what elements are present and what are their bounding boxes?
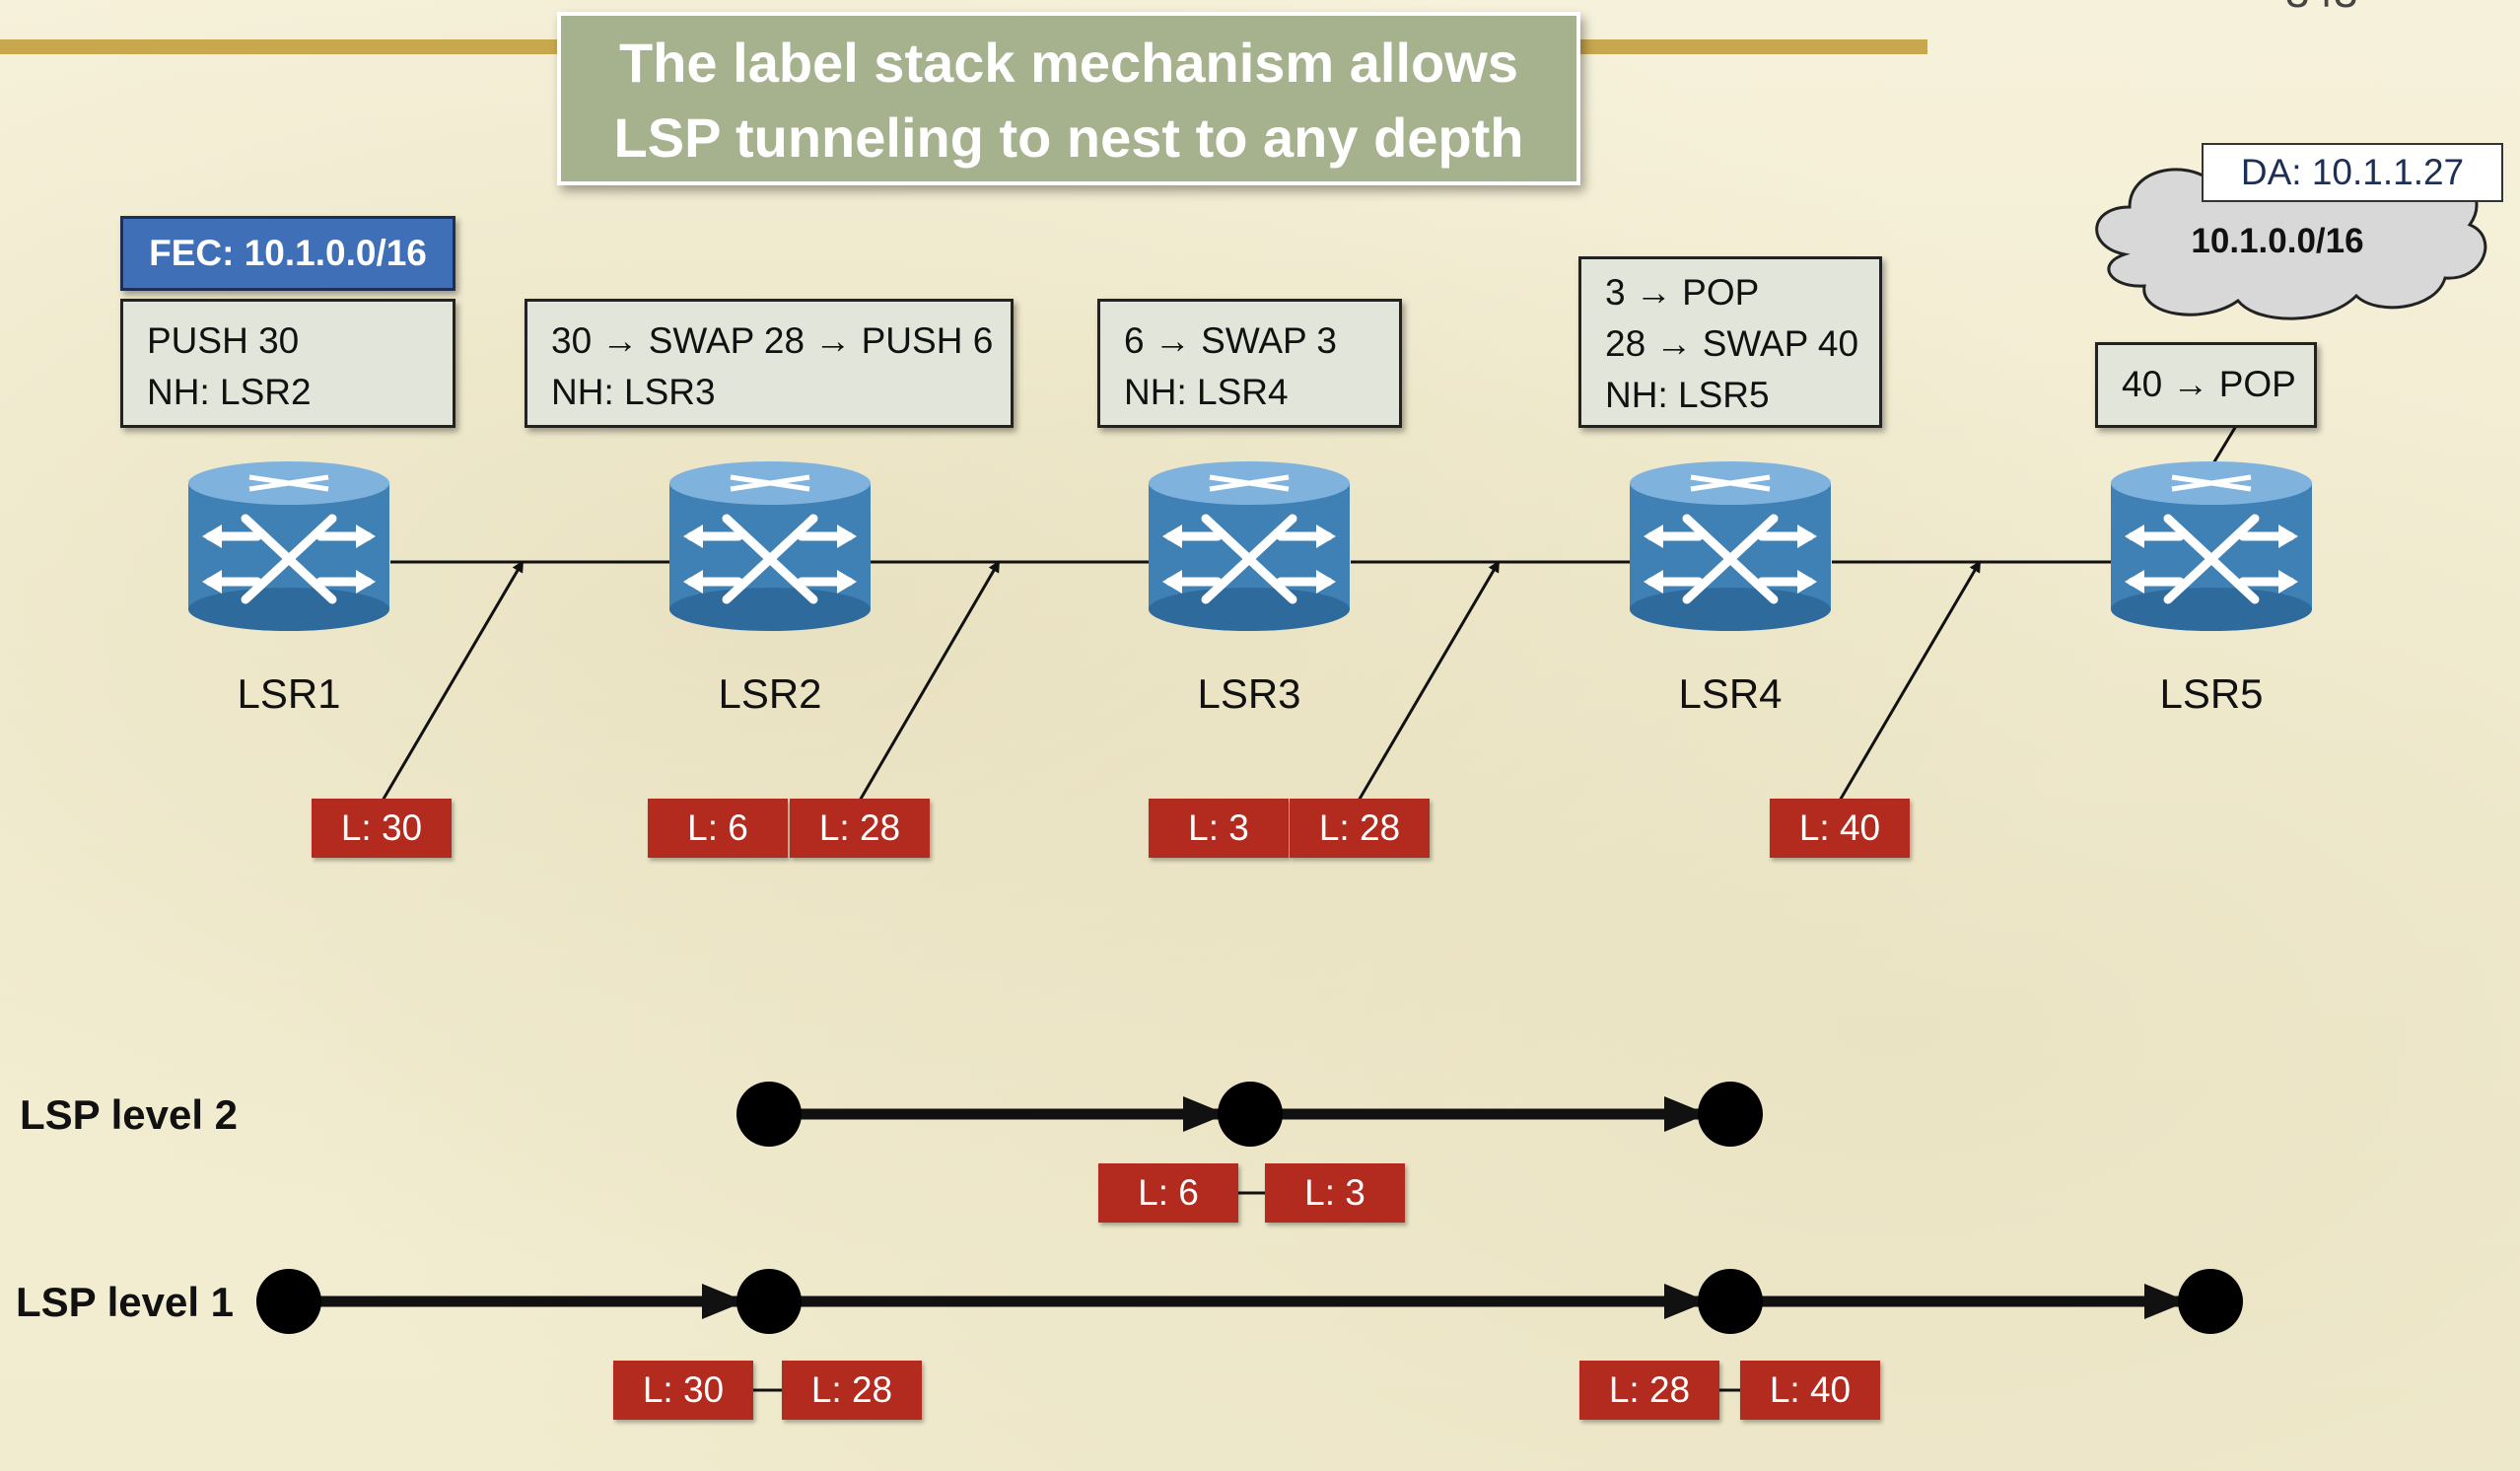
label-link2-6: L: 6 [648, 799, 788, 858]
label-link2-28: L: 28 [790, 799, 930, 858]
lsp-level-2-label: LSP level 2 [20, 1091, 239, 1138]
router-label-lsr2: LSR2 [718, 670, 822, 717]
lsp1-node-lsr2 [736, 1269, 802, 1334]
op-box-lsr1: PUSH 30 NH: LSR2 [120, 299, 455, 428]
op-lsr4-line-2: 28 → SWAP 40 [1605, 323, 1859, 364]
title-line-2: LSP tunneling to nest to any depth [613, 106, 1524, 169]
lsp1-label-40: L: 40 [1740, 1361, 1880, 1420]
packet-arrow-3 [1357, 560, 1501, 802]
op-lsr5-line-1: 40 → POP [2122, 364, 2296, 404]
router-icon-lsr1 [188, 461, 389, 631]
destination-address: DA: 10.1.1.27 [2202, 143, 2503, 202]
op-box-lsr5: 40 → POP [2095, 342, 2317, 428]
router-label-lsr5: LSR5 [2159, 670, 2264, 717]
op-lsr1-line-2: NH: LSR2 [147, 372, 312, 412]
router-label-lsr3: LSR3 [1197, 670, 1301, 717]
op-lsr4-line-1: 3 → POP [1605, 272, 1760, 313]
lsp1-node-lsr1 [256, 1269, 321, 1334]
label-link3-3: L: 3 [1149, 799, 1289, 858]
op-box-lsr3: 6 → SWAP 3 NH: LSR4 [1097, 299, 1402, 428]
router-label-lsr4: LSR4 [1678, 670, 1783, 717]
op-lsr2-line-2: NH: LSR3 [551, 372, 716, 412]
router-icon-lsr5 [2111, 461, 2312, 631]
op-lsr1-line-1: PUSH 30 [147, 320, 300, 361]
label-link1-30: L: 30 [312, 799, 452, 858]
lsp2-node-lsr3 [1218, 1082, 1283, 1147]
router-icon-lsr4 [1630, 461, 1831, 631]
lsp1-label-28-left: L: 28 [782, 1361, 922, 1420]
slide-title: The label stack mechanism allows LSP tun… [557, 12, 1580, 185]
op-lsr2-line-1: 30 → SWAP 28 → PUSH 6 [551, 320, 994, 361]
router-label-lsr1: LSR1 [237, 670, 341, 717]
lsp2-node-lsr2 [736, 1082, 802, 1147]
op-box-lsr2: 30 → SWAP 28 → PUSH 6 NH: LSR3 [525, 299, 1014, 428]
router-icon-lsr2 [669, 461, 871, 631]
label-link4-40: L: 40 [1770, 799, 1910, 858]
cloud-network-label: 10.1.0.0/16 [2191, 222, 2364, 260]
pop-connector [2211, 425, 2238, 464]
lsp2-node-lsr4 [1698, 1082, 1763, 1147]
fec-box: FEC: 10.1.0.0/16 [120, 216, 455, 291]
lsp2-label-3: L: 3 [1265, 1163, 1405, 1223]
op-box-lsr4: 3 → POP 28 → SWAP 40 NH: LSR5 [1578, 256, 1882, 428]
op-lsr3-line-2: NH: LSR4 [1124, 372, 1289, 412]
op-lsr3-line-1: 6 → SWAP 3 [1124, 320, 1337, 361]
page-number: 343 [2285, 0, 2357, 18]
title-line-1: The label stack mechanism allows [619, 32, 1518, 94]
packet-arrow-4 [1838, 560, 1982, 802]
lsp2-label-6: L: 6 [1098, 1163, 1238, 1223]
lsp1-node-lsr5 [2178, 1269, 2243, 1334]
packet-arrow-2 [858, 560, 1001, 802]
lsp-level-1-label: LSP level 1 [16, 1279, 235, 1325]
lsp1-node-lsr4 [1698, 1269, 1763, 1334]
label-link3-28: L: 28 [1290, 799, 1430, 858]
lsp1-label-28-right: L: 28 [1579, 1361, 1719, 1420]
op-lsr4-line-3: NH: LSR5 [1605, 375, 1770, 415]
lsp1-label-30: L: 30 [613, 1361, 753, 1420]
router-icon-lsr3 [1149, 461, 1350, 631]
packet-arrow-1 [381, 560, 525, 802]
